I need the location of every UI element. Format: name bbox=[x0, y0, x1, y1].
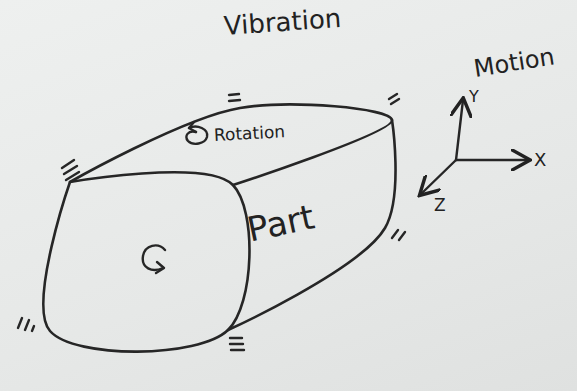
cuboid-edge bbox=[43, 172, 249, 351]
cuboid-edge bbox=[70, 105, 392, 185]
part-box: RotationPart bbox=[40, 90, 410, 360]
part-name: Part bbox=[244, 198, 317, 249]
face-label: Rotation bbox=[214, 122, 286, 144]
motion-axes bbox=[421, 100, 528, 194]
vibration-label: Vibration bbox=[223, 4, 342, 41]
axis-label: X bbox=[534, 150, 546, 170]
cuboid-edge bbox=[228, 120, 396, 330]
axis-label: Z bbox=[434, 196, 446, 215]
rotation-arrowhead bbox=[156, 262, 164, 273]
motion-label: Motion bbox=[472, 43, 557, 82]
vibration-mark bbox=[18, 94, 405, 350]
axis-label: Y bbox=[469, 88, 479, 106]
